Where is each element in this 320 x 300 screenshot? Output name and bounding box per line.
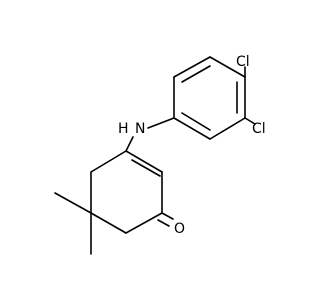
aromatic-inner-bond [181,112,211,131]
aromatic-bond [209,56,246,78]
nitrogen-atom: N [135,121,145,137]
ring-bond [125,150,163,173]
chlorine-atom-top: Cl [236,54,250,70]
ring-bond [125,212,163,234]
carbonyl-bond-double [157,219,170,227]
oxygen-atom: O [174,221,185,237]
aromatic-bond [173,117,211,140]
n-c-bond [125,136,134,152]
ring-bond [90,212,127,234]
molecule-diagram: Cl Cl H N O [54,54,266,255]
methyl-bond-top [54,192,92,214]
carbonyl-bond [161,212,174,220]
ring-bond [90,150,127,173]
chlorine-atom-right: Cl [252,121,266,137]
aromatic-bond [209,117,246,140]
aromatic-bond [173,56,211,78]
chemical-structure-canvas: Cl Cl H N O [54,54,266,255]
aromatic-inner-bond [181,65,211,83]
c-cl-bond-right [244,117,256,125]
aryl-n-bond [147,117,175,129]
nh-hydrogen: H [118,121,129,137]
ring-double-bond-inner [131,159,161,177]
